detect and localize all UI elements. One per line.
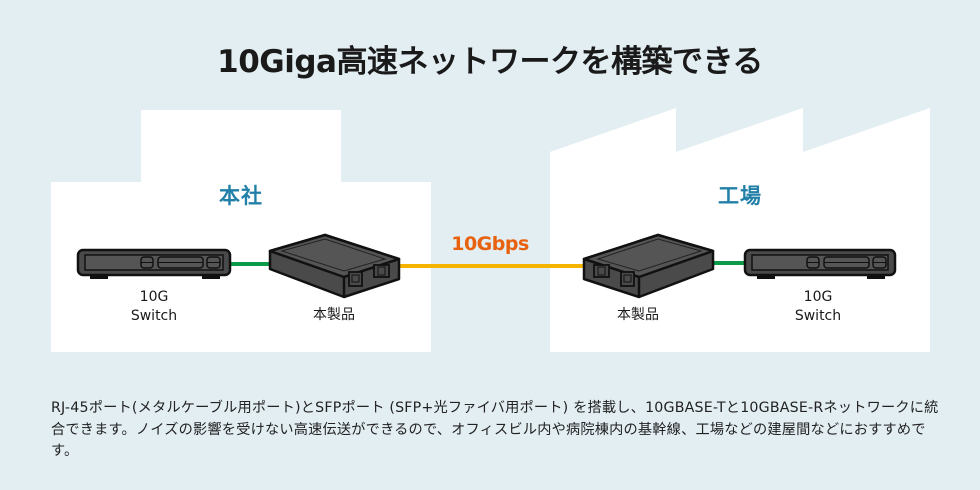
- switch-label-left-line1: 10G: [139, 289, 169, 305]
- switch-label-left: 10G Switch: [94, 288, 214, 326]
- switch-label-right-line2: Switch: [794, 308, 842, 324]
- site-label-factory: 工場: [718, 184, 762, 208]
- product-label-left: 本製品: [313, 307, 355, 323]
- page-title: 10Giga高速ネットワークを構築できる: [217, 44, 763, 80]
- switch-icon-right: [743, 248, 897, 279]
- media-converter-icon-left: [268, 233, 401, 299]
- site-label-head-office: 本社: [219, 184, 263, 208]
- media-converter-icon-right: [582, 233, 715, 299]
- link-speed-label: 10Gbps: [451, 233, 529, 255]
- switch-label-left-line2: Switch: [130, 308, 178, 324]
- switch-icon-left: [76, 248, 232, 279]
- product-label-right: 本製品: [617, 307, 659, 323]
- switch-label-right: 10G Switch: [758, 288, 878, 326]
- description-text: RJ-45ポート(メタルケーブル用ポート)とSFPポート (SFP+光ファイバ用…: [51, 400, 939, 459]
- switch-label-right-line1: 10G: [803, 289, 833, 305]
